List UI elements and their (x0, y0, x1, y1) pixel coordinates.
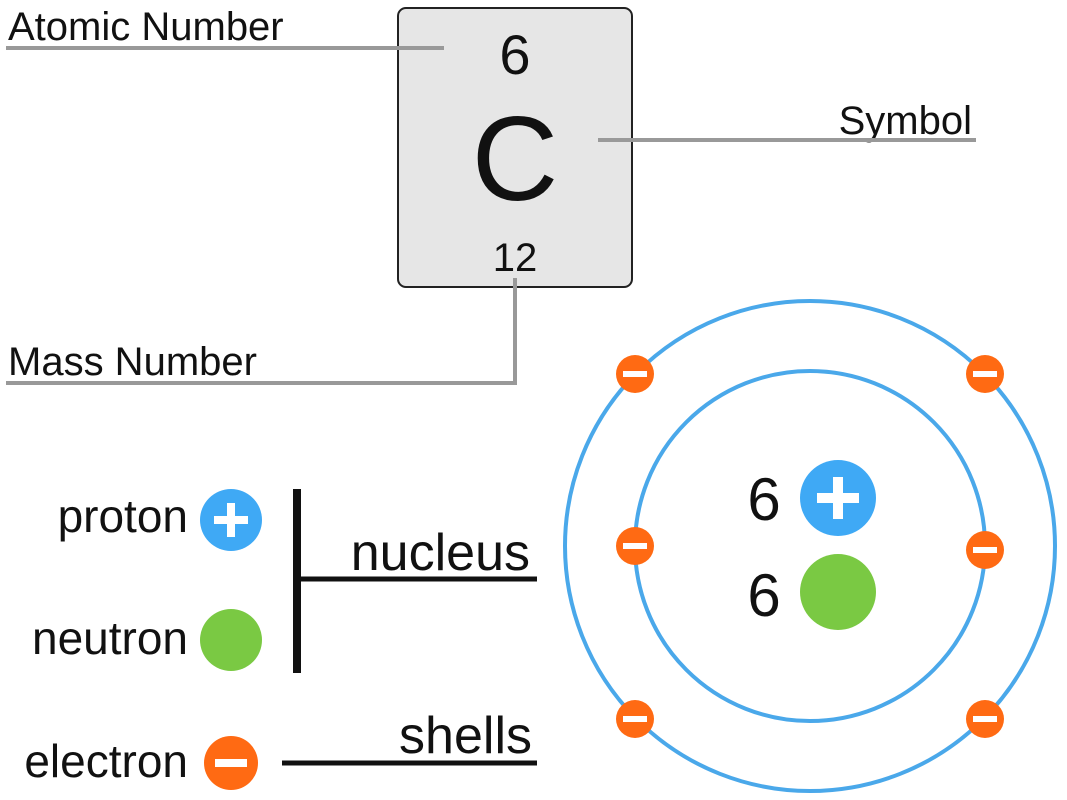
tile-mass-number: 12 (493, 236, 538, 280)
atomic-number-label: Atomic Number (8, 5, 284, 49)
tile-symbol: C (472, 92, 559, 226)
mass-number-leader (6, 278, 517, 385)
electron-label: electron (24, 735, 188, 787)
callout-mass-number: Mass Number (6, 278, 517, 385)
nucleus-proton-icon (800, 460, 876, 536)
legend: proton neutron electron nucleus shells (24, 489, 537, 790)
callout-symbol: Symbol (598, 99, 976, 143)
electron (966, 700, 1004, 738)
electron (966, 355, 1004, 393)
nucleus-neutron-icon (800, 554, 876, 630)
atom-model: 6 6 (563, 299, 1057, 793)
electron (616, 700, 654, 738)
proton-label: proton (58, 490, 188, 542)
mass-number-label: Mass Number (8, 340, 257, 384)
electron (966, 531, 1004, 569)
electron (616, 355, 654, 393)
tile-atomic-number: 6 (499, 23, 530, 86)
neutron-label: neutron (32, 612, 188, 664)
proton-count: 6 (747, 466, 780, 533)
inner-shell (633, 369, 987, 723)
callout-atomic-number: Atomic Number (6, 5, 444, 50)
legend-proton-icon (200, 489, 262, 551)
shells-label: shells (399, 707, 532, 765)
neutron-count: 6 (747, 562, 780, 629)
legend-electron-icon (204, 736, 258, 790)
electron (616, 527, 654, 565)
outer-shell (563, 299, 1057, 793)
legend-neutron-icon (200, 609, 262, 671)
element-tile: 6 C 12 (397, 7, 633, 288)
nucleus-label: nucleus (351, 524, 530, 582)
symbol-label: Symbol (839, 99, 972, 143)
